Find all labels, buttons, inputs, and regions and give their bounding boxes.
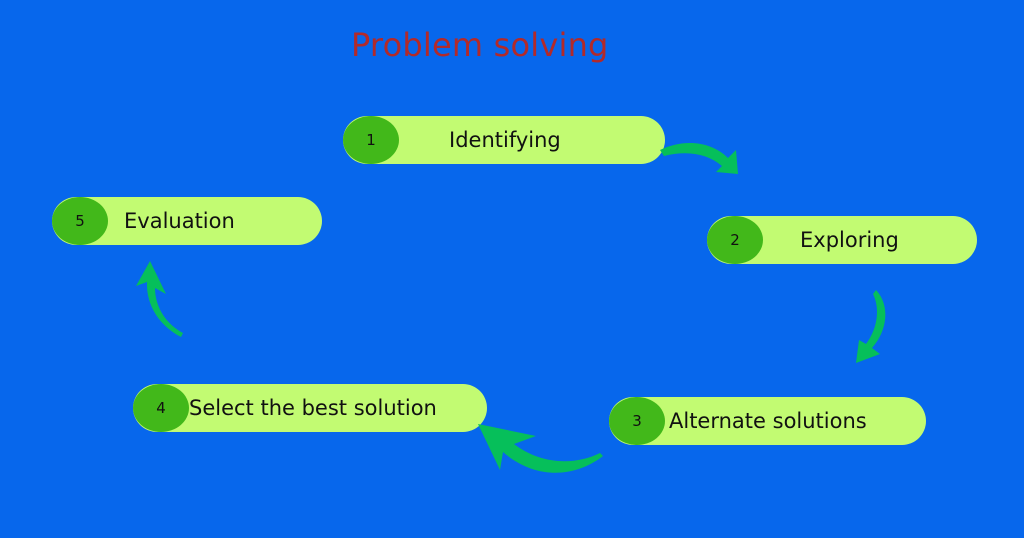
step-alternate-solutions: 3 Alternate solutions	[609, 397, 926, 445]
step-label: Alternate solutions	[669, 409, 867, 433]
step-label: Select the best solution	[189, 396, 437, 420]
diagram-title: Problem solving	[351, 26, 609, 64]
step-select-best-solution: 4 Select the best solution	[133, 384, 487, 432]
step-evaluation: 5 Evaluation	[52, 197, 322, 245]
step-label: Identifying	[449, 128, 561, 152]
step-label: Evaluation	[124, 209, 235, 233]
step-number-badge: 4	[133, 384, 189, 432]
step-number-badge: 2	[707, 216, 763, 264]
step-number-badge: 5	[52, 197, 108, 245]
step-identifying: 1 Identifying	[343, 116, 665, 164]
step-number-badge: 1	[343, 116, 399, 164]
step-label: Exploring	[800, 228, 899, 252]
step-number-badge: 3	[609, 397, 665, 445]
step-exploring: 2 Exploring	[707, 216, 977, 264]
